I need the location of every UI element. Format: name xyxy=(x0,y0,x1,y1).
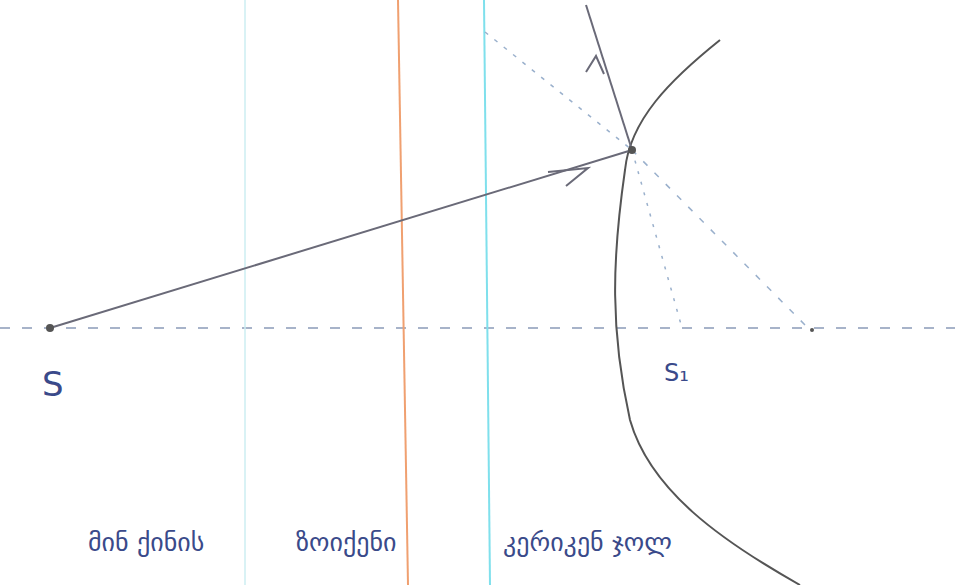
refracted-ray xyxy=(586,5,632,150)
incidence-point xyxy=(628,146,636,154)
normal-line xyxy=(485,32,632,150)
region-label: ზოიქენი xyxy=(296,528,396,557)
point-label: S xyxy=(42,366,64,403)
boundary-line xyxy=(244,0,246,585)
normal-line xyxy=(632,150,810,330)
region-label: მინ ქინის xyxy=(88,528,204,557)
point-label: S₁ xyxy=(664,360,689,386)
ray-arrow xyxy=(548,168,588,186)
light-ray xyxy=(50,150,632,328)
focus-point xyxy=(810,328,814,332)
curved-surface xyxy=(615,40,800,585)
extension-line xyxy=(632,150,682,328)
source-point xyxy=(46,324,54,332)
ray-arrow xyxy=(586,56,604,74)
region-label: კერიკენ ჯოლ xyxy=(503,528,672,557)
boundary-line xyxy=(398,0,408,585)
boundary-line xyxy=(484,0,490,585)
